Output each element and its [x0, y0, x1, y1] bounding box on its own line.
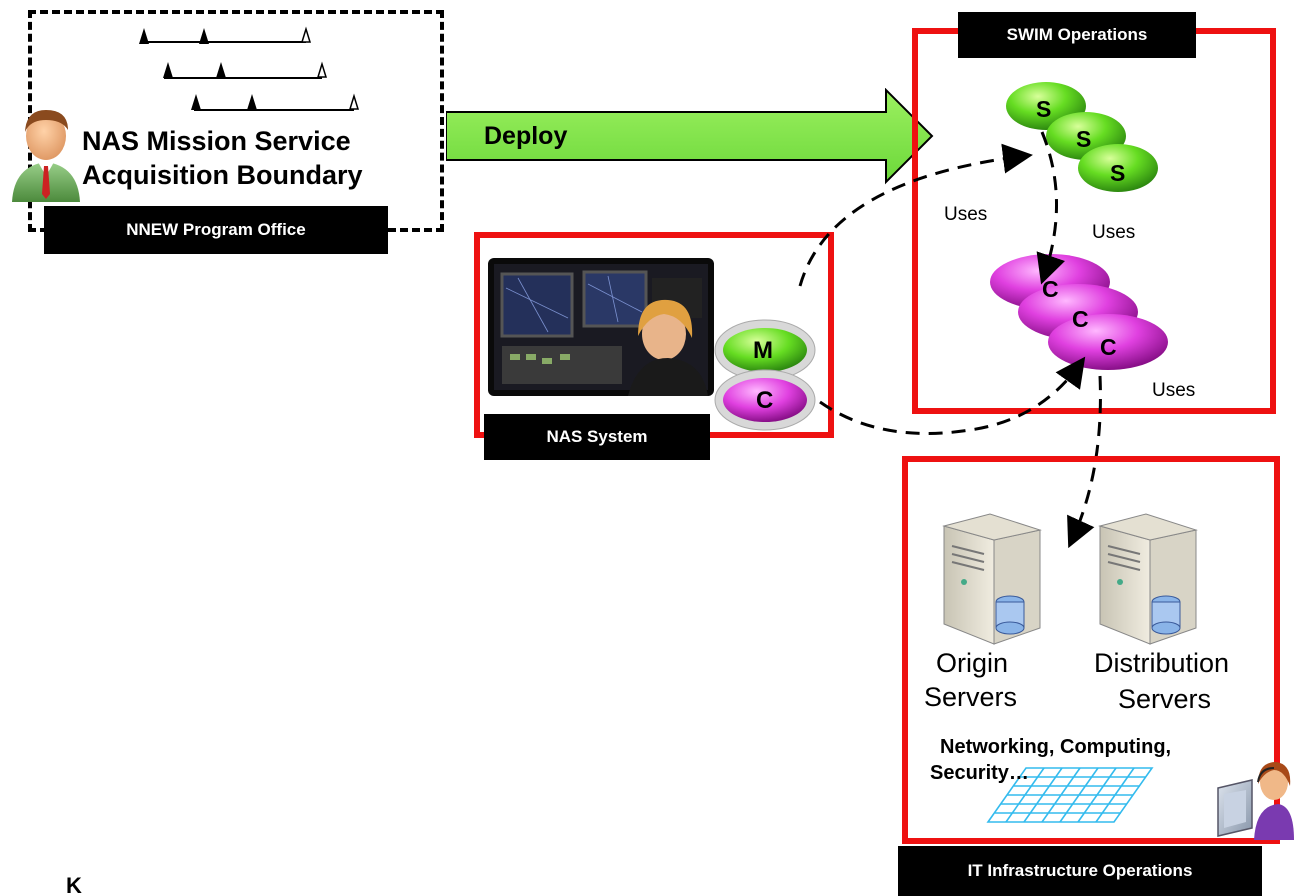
service-letter-1: S [1036, 96, 1052, 122]
milestone-marker-open [316, 61, 328, 78]
origin-label-line2: Servers [924, 682, 1018, 712]
boundary-title-line2: Acquisition Boundary [82, 160, 363, 190]
milestone-marker [139, 28, 149, 44]
uses-label-3: Uses [1152, 380, 1196, 401]
milestone-marker [216, 62, 226, 78]
distribution-label-line1: Distribution [1094, 648, 1230, 678]
milestone-timelines [139, 26, 360, 111]
person-avatar-icon [12, 110, 80, 202]
air-traffic-controller-image [488, 258, 714, 396]
service-letter-2: S [1076, 126, 1092, 152]
networking-line2: Security… [930, 762, 1029, 784]
consumer-letter-3: C [1100, 334, 1117, 360]
origin-label-line1: Origin [936, 648, 1009, 678]
service-letter-3: S [1110, 160, 1126, 186]
m-letter: M [753, 337, 773, 364]
milestone-marker-open [348, 93, 360, 110]
networking-line1: Networking, Computing, [940, 736, 1172, 758]
deploy-arrow-icon [446, 88, 934, 185]
connector-nas-to-service [798, 143, 1033, 287]
service-ellipse [1078, 144, 1158, 192]
nas-system-label: NAS System [484, 414, 710, 460]
connector-consumer-to-infra [1067, 375, 1102, 549]
uses-label-2: Uses [1092, 222, 1136, 243]
connector-service-to-consumer [1036, 131, 1065, 285]
distribution-label-line2: Servers [1118, 684, 1212, 714]
uses-label-1: Uses [944, 204, 988, 225]
milestone-marker [247, 94, 257, 110]
key-label: K [66, 876, 82, 896]
consumer-ellipse [1048, 314, 1168, 370]
boundary-title-line1: NAS Mission Service [82, 126, 351, 156]
c-letter: C [756, 387, 774, 414]
it-infrastructure-label: IT Infrastructure Operations [898, 846, 1262, 896]
service-ellipses [1006, 82, 1158, 192]
milestone-marker [191, 94, 201, 110]
milestone-marker [199, 28, 209, 44]
m-ellipse [723, 328, 807, 372]
it-infrastructure-box [902, 456, 1280, 844]
origin-server-icon [942, 513, 1042, 645]
consumer-letter-2: C [1072, 306, 1089, 332]
milestone-marker [163, 62, 173, 78]
milestone-marker-open [300, 26, 312, 43]
program-office-label: NNEW Program Office [44, 206, 388, 254]
c-ellipse [723, 378, 807, 422]
nas-mc-ellipses [714, 319, 816, 431]
swim-operations-label: SWIM Operations [958, 12, 1196, 58]
distribution-server-icon [1098, 513, 1198, 645]
deploy-label: Deploy [484, 122, 568, 150]
operator-at-computer-icon [1217, 762, 1294, 840]
connector-c-to-consumer [819, 356, 1086, 435]
network-grid-icon [986, 767, 1154, 823]
